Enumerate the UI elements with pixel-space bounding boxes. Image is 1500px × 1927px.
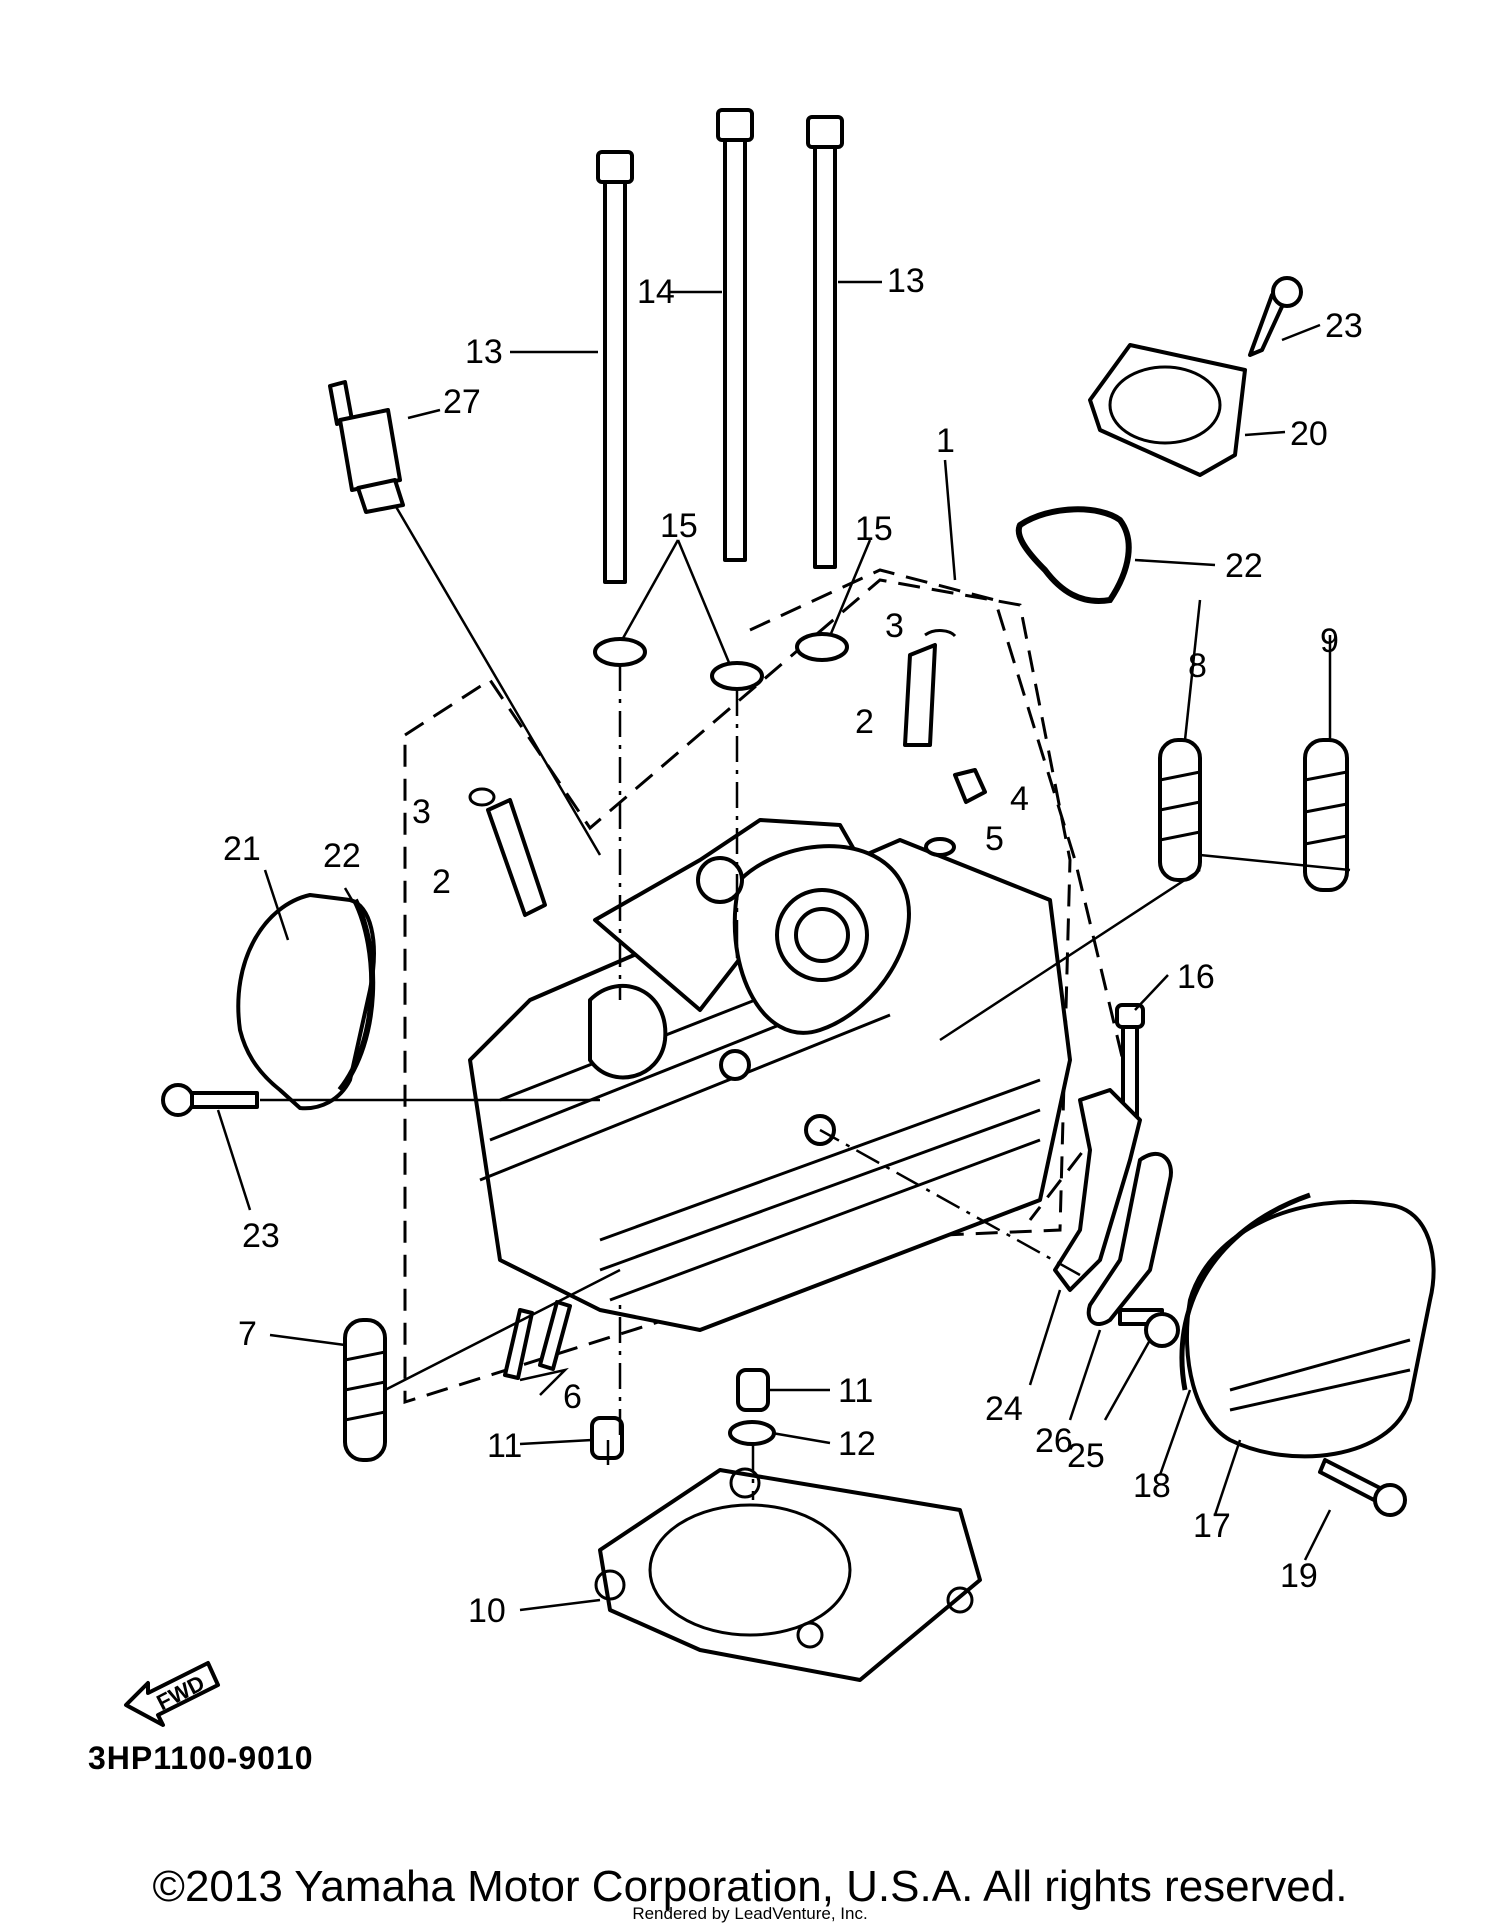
callout-13-right: 13 [887, 262, 925, 300]
washer-5 [924, 837, 956, 857]
callout-26: 26 [1035, 1422, 1073, 1460]
callout-18: 18 [1133, 1467, 1171, 1505]
head-bolt-14 [716, 108, 754, 562]
valve-guide-2-left [486, 798, 547, 917]
cylinder-head-gasket [594, 1467, 982, 1682]
callout-15-left: 15 [660, 507, 698, 545]
bolt-23-top [1248, 276, 1303, 357]
callout-20: 20 [1290, 415, 1328, 453]
forward-arrow-icon: FWD [124, 1661, 220, 1727]
callout-19: 19 [1280, 1557, 1318, 1595]
washer-15-b [710, 661, 764, 691]
washer-15-c [795, 632, 849, 662]
callout-12: 12 [838, 1425, 876, 1463]
intake-joint-20 [1088, 343, 1247, 477]
callout-22-left: 22 [323, 837, 361, 875]
rendered-by-notice: Rendered by LeadVenture, Inc. [632, 1904, 868, 1923]
circlip-3-right [924, 629, 957, 638]
callout-5: 5 [985, 820, 1004, 858]
leader-lines [216, 280, 1351, 1612]
spring-9 [1303, 738, 1349, 892]
valve-guide-2-right [903, 643, 937, 747]
head-bolt-13-left [596, 150, 634, 584]
callout-3-left: 3 [412, 793, 431, 831]
callout-27: 27 [443, 383, 481, 421]
stud-bolt-6-a [503, 1308, 534, 1380]
callout-3-right: 3 [885, 607, 904, 645]
callout-9: 9 [1320, 622, 1339, 660]
callout-14: 14 [637, 273, 675, 311]
callout-16: 16 [1177, 958, 1215, 996]
circlip-3-left [468, 787, 496, 807]
callout-2-left: 2 [432, 863, 451, 901]
bolt-16 [1115, 1003, 1145, 1124]
callout-10: 10 [468, 1592, 506, 1630]
stud-bolt-6-b [538, 1300, 572, 1371]
dowel-pin-11-right [736, 1368, 770, 1412]
gasket-24 [1053, 1088, 1142, 1292]
callout-13-left: 13 [465, 333, 503, 371]
head-bolt-13-right [806, 115, 844, 569]
gasket-26 [1086, 1152, 1173, 1326]
cover-21 [236, 893, 376, 1111]
bolt-25 [1118, 1308, 1180, 1348]
callout-22-top: 22 [1225, 547, 1263, 585]
callouts: 1 2 2 3 3 4 5 6 7 8 9 10 11 11 12 13 13 … [223, 262, 1363, 1630]
diagram-code: 3HP1100-9010 [88, 1740, 314, 1776]
callout-11-right: 11 [838, 1372, 873, 1410]
callout-23-top: 23 [1325, 307, 1363, 345]
callout-4: 4 [1010, 780, 1029, 818]
bolt-4 [953, 768, 987, 804]
washer-15-a [593, 637, 647, 667]
spring-8 [1158, 738, 1202, 882]
callout-15-right: 15 [855, 510, 893, 548]
o-ring-22-left [337, 898, 376, 1092]
callout-24: 24 [985, 1390, 1023, 1428]
o-ring-18 [1179, 1192, 1311, 1391]
callout-6: 6 [563, 1378, 582, 1416]
o-ring-12 [728, 1420, 776, 1446]
callout-2-right: 2 [855, 703, 874, 741]
spark-plug [328, 380, 405, 514]
callout-17: 17 [1193, 1507, 1231, 1545]
cylinder-head [468, 818, 1072, 1332]
callout-8: 8 [1188, 647, 1207, 685]
callout-1: 1 [936, 422, 955, 460]
callout-11-left: 11 [487, 1427, 522, 1465]
callout-21: 21 [223, 830, 261, 868]
copyright-notice: ©2013 Yamaha Motor Corporation, U.S.A. A… [152, 1862, 1348, 1911]
valve-cover-17 [1185, 1199, 1436, 1459]
callout-25: 25 [1067, 1437, 1105, 1475]
callout-23-left: 23 [242, 1217, 280, 1255]
bolt-19 [1318, 1458, 1407, 1517]
o-ring-22-top [1015, 506, 1132, 604]
cylinder-7 [343, 1318, 387, 1462]
callout-7: 7 [238, 1315, 257, 1353]
bolt-23-left [161, 1083, 259, 1117]
